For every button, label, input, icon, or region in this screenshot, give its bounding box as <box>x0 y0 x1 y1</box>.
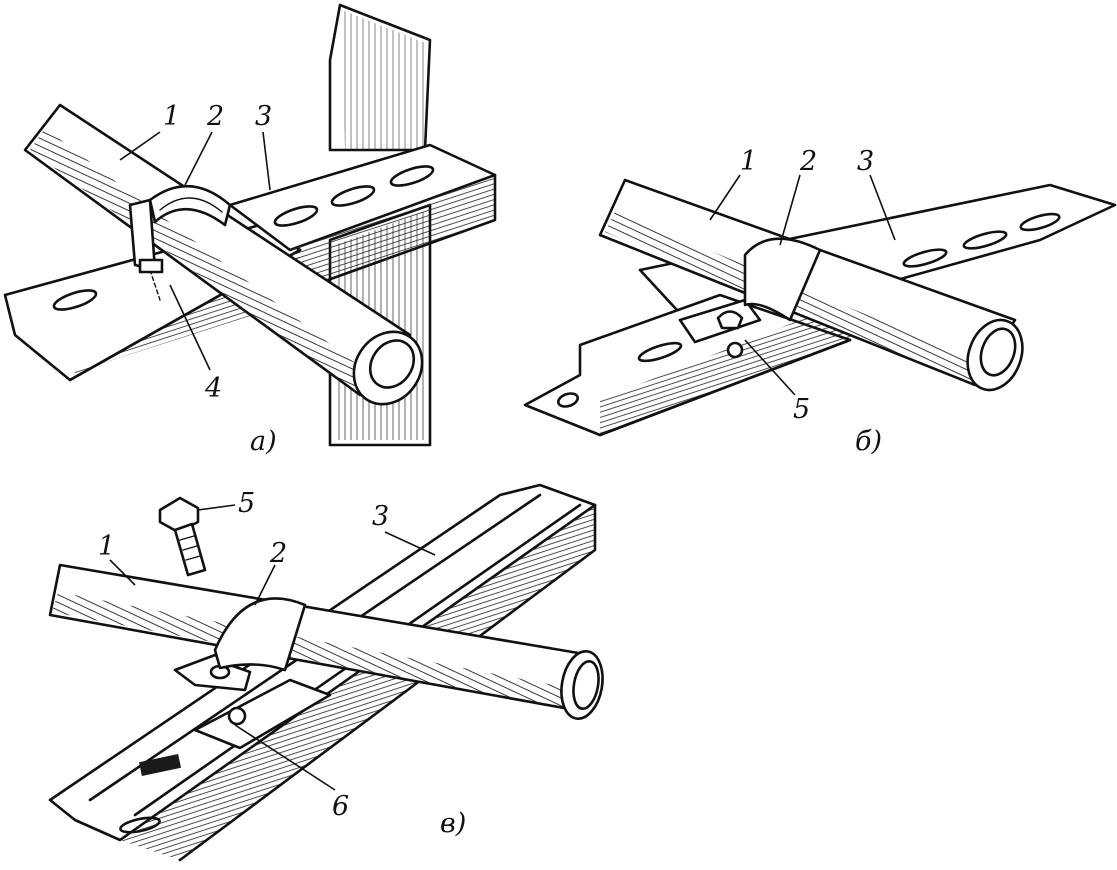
bolt <box>138 258 164 301</box>
label-4: 4 <box>204 373 222 404</box>
panel-c: 1 2 3 5 6 в) <box>48 483 604 862</box>
label-1: 1 <box>163 101 180 132</box>
label-3: 3 <box>255 101 272 132</box>
bolt <box>158 496 207 577</box>
channel-nut <box>193 678 332 750</box>
label-3: 3 <box>372 501 389 532</box>
lower-channel <box>523 293 852 437</box>
label-1: 1 <box>98 531 115 562</box>
panel-a: 1 2 3 4 а) <box>3 3 497 457</box>
pipe-clamp <box>173 597 307 692</box>
panel-b: 1 2 3 5 б) <box>523 146 1117 457</box>
label-2: 2 <box>269 538 287 569</box>
label-5: 5 <box>238 488 255 519</box>
caption-c: в) <box>440 808 466 839</box>
label-6: 6 <box>332 791 349 822</box>
bolt <box>716 310 744 359</box>
slotted-channel <box>228 143 497 292</box>
label-1: 1 <box>740 146 757 177</box>
label-3: 3 <box>857 146 874 177</box>
pipe <box>48 563 604 720</box>
pipe-clamp <box>678 237 822 344</box>
pipe-clamp <box>128 184 232 272</box>
caption-b: б) <box>855 426 882 457</box>
label-5: 5 <box>793 394 810 425</box>
pipe <box>23 103 424 406</box>
label-2: 2 <box>206 101 224 132</box>
label-2: 2 <box>799 146 817 177</box>
caption-a: а) <box>250 426 277 457</box>
